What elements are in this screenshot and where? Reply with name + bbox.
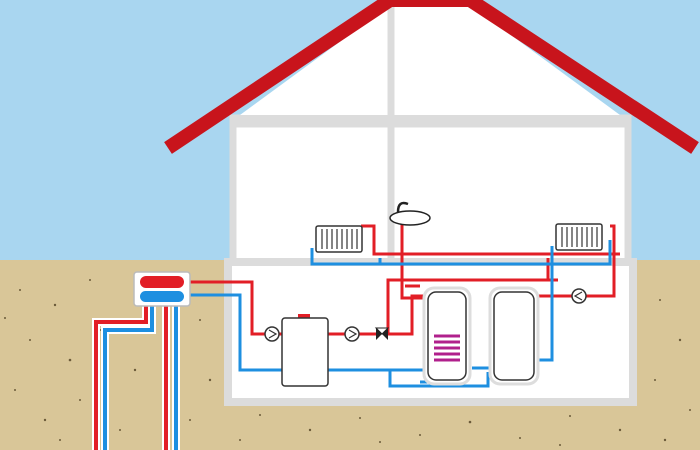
radiator-left bbox=[315, 225, 363, 253]
heat-pump-hot-chamber bbox=[140, 276, 184, 288]
cold-pipes bbox=[190, 240, 612, 388]
gable bbox=[240, 5, 620, 115]
boiler-icon bbox=[281, 314, 329, 387]
soil-speckles bbox=[4, 279, 691, 446]
heating-coil bbox=[434, 334, 460, 362]
heat-pump-unit bbox=[133, 271, 191, 307]
buffer-tank bbox=[488, 286, 540, 386]
circulation-pump bbox=[264, 326, 280, 342]
roof bbox=[164, 0, 699, 154]
heat-pump-cold-chamber bbox=[140, 291, 184, 302]
valve-icon bbox=[374, 327, 390, 340]
circulation-pump bbox=[571, 288, 587, 304]
ground-loop-pipes bbox=[92, 305, 180, 450]
hot-pipes bbox=[190, 224, 620, 336]
hot-water-storage-tank bbox=[422, 286, 472, 386]
faucet-icon bbox=[389, 201, 431, 226]
circulation-pump bbox=[344, 326, 360, 342]
radiator-right bbox=[555, 223, 603, 251]
